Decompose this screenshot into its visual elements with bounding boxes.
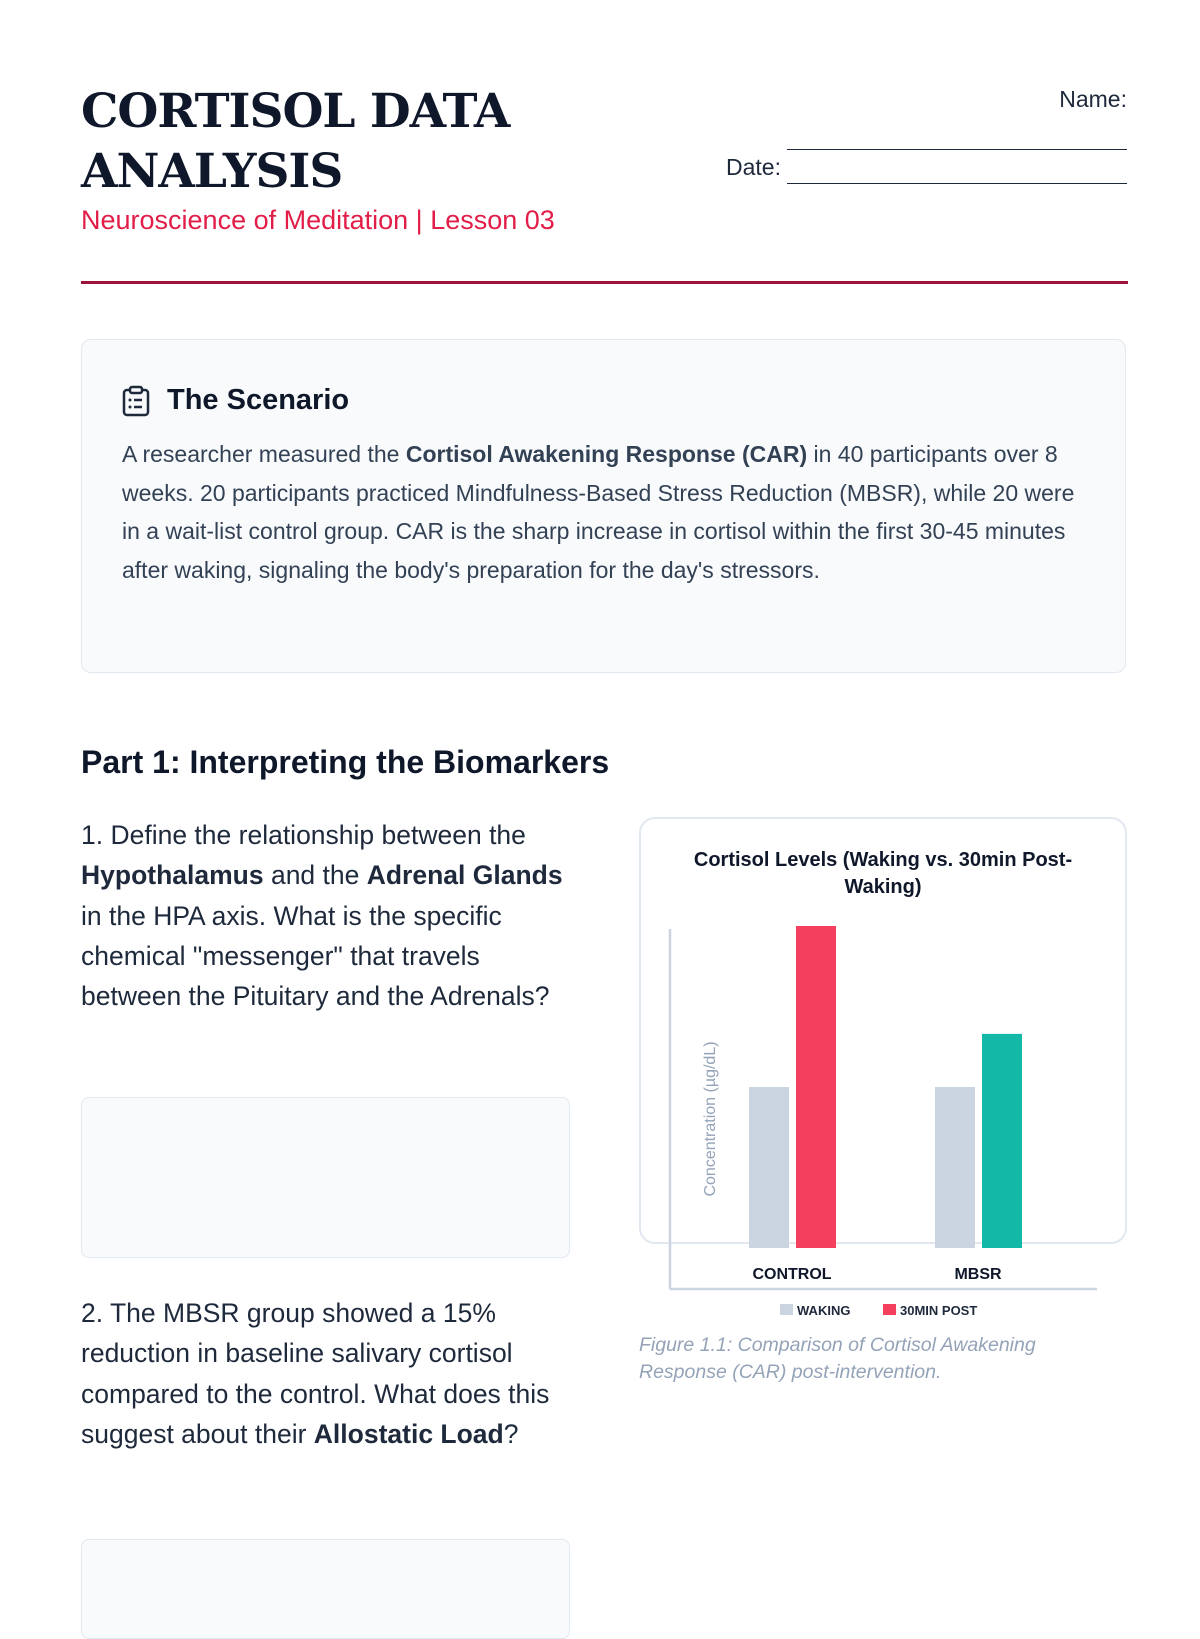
header-divider xyxy=(81,281,1128,284)
scenario-heading: The Scenario xyxy=(122,384,1085,417)
name-label: Name: xyxy=(1059,86,1127,112)
q1-text: and the xyxy=(263,860,367,891)
question-1: 1. Define the relationship between the H… xyxy=(81,815,581,1016)
bar-mbsr-waking xyxy=(935,1087,975,1248)
q1-bold: Hypothalamus xyxy=(81,860,264,891)
clipboard-list-icon xyxy=(122,385,150,416)
bar-mbsr-30min-post xyxy=(982,1033,1022,1248)
page-title: CORTISOL DATA ANALYSIS xyxy=(81,84,510,199)
scenario-box: The Scenario A researcher measured the C… xyxy=(81,339,1126,673)
answer-box-2[interactable] xyxy=(81,1539,570,1639)
answer-box-1[interactable] xyxy=(81,1097,570,1258)
scenario-text-part: A researcher measured the xyxy=(122,441,406,467)
scenario-text-part: in 40 participants over 8 weeks. 20 part… xyxy=(122,441,1075,583)
date-field[interactable] xyxy=(787,159,1127,184)
name-field[interactable] xyxy=(787,125,1127,150)
scenario-text: A researcher measured the Cortisol Awake… xyxy=(122,435,1085,589)
chart-title: Cortisol Levels (Waking vs. 30min Post-W… xyxy=(693,849,1073,898)
scenario-heading-text: The Scenario xyxy=(167,384,350,416)
figure-caption: Figure 1.1: Comparison of Cortisol Awake… xyxy=(639,1334,1036,1383)
name-date-fields: Name: Date: xyxy=(726,82,1127,184)
legend-swatch xyxy=(883,1304,896,1315)
part1-heading: Part 1: Interpreting the Biomarkers xyxy=(81,744,610,780)
bar-control-waking xyxy=(749,1087,789,1248)
legend-label: WAKING xyxy=(797,1303,850,1318)
bar-chart: Concentration (µg/dL) CONTROL MBSR WAKING 30… xyxy=(668,926,1097,1318)
scenario-text-bold: Cortisol Awakening Response (CAR) xyxy=(405,441,808,467)
q2-text: ? xyxy=(503,1418,519,1449)
x-tick-label: MBSR xyxy=(954,1266,1002,1283)
question-2: 2. The MBSR group showed a 15% reduction… xyxy=(81,1293,581,1454)
page-subtitle: Neuroscience of Meditation | Lesson 03 xyxy=(81,205,555,235)
q1-bold: Adrenal Glands xyxy=(366,860,563,891)
x-tick-label: CONTROL xyxy=(752,1266,831,1283)
q2-bold: Allostatic Load xyxy=(313,1418,504,1449)
q1-text: in the HPA axis. What is the specific ch… xyxy=(81,900,550,1012)
legend-swatch xyxy=(780,1304,793,1315)
q1-text: 1. Define the relationship between the xyxy=(81,820,526,850)
chart-card: Cortisol Levels (Waking vs. 30min Post-W… xyxy=(639,817,1127,1244)
bar-control-30min-post xyxy=(796,926,836,1248)
date-label: Date: xyxy=(726,154,781,180)
q2-text: 2. The MBSR group showed a 15% reduction… xyxy=(81,1298,550,1449)
legend-label: 30MIN POST xyxy=(900,1303,977,1318)
y-axis-label: Concentration (µg/dL) xyxy=(702,1041,719,1196)
